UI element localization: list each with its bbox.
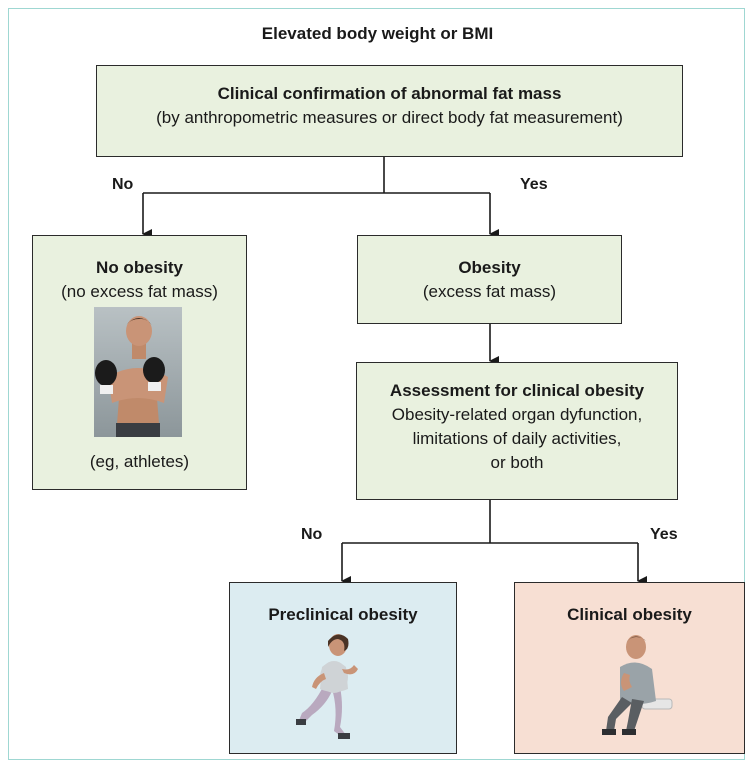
branch1-yes-label: Yes: [520, 176, 548, 193]
figure-frame: [8, 8, 745, 760]
athlete-boxer-illustration: [94, 307, 182, 437]
branch1-no-label: No: [112, 176, 134, 193]
clinical-heading: Clinical obesity: [567, 605, 692, 624]
no-obesity-detail: (no excess fat mass): [61, 282, 218, 301]
confirmation-box: Clinical confirmation of abnormal fat ma…: [96, 65, 683, 157]
branch2-yes-label: Yes: [650, 526, 678, 543]
assessment-box: Assessment for clinical obesity Obesity-…: [356, 362, 678, 500]
diagram-title: Elevated body weight or BMI: [261, 24, 494, 43]
branch2-no-label: No: [301, 526, 323, 543]
confirmation-detail: (by anthropometric measures or direct bo…: [156, 108, 623, 127]
assessment-line-2: limitations of daily activities,: [412, 429, 622, 448]
obesity-box: Obesity (excess fat mass): [357, 235, 622, 324]
obesity-heading: Obesity: [458, 258, 521, 277]
confirmation-heading: Clinical confirmation of abnormal fat ma…: [217, 84, 562, 103]
seated-man-illustration: [602, 635, 673, 735]
assessment-line-3: or both: [490, 453, 544, 472]
assessment-heading: Assessment for clinical obesity: [389, 381, 645, 400]
no-obesity-example: (eg, athletes): [89, 452, 190, 471]
runner-woman-illustration: [296, 634, 358, 739]
assessment-line-1: Obesity-related organ dyfunction,: [391, 405, 643, 424]
preclinical-heading: Preclinical obesity: [268, 605, 418, 624]
no-obesity-heading: No obesity: [96, 258, 183, 277]
obesity-detail: (excess fat mass): [422, 282, 557, 301]
